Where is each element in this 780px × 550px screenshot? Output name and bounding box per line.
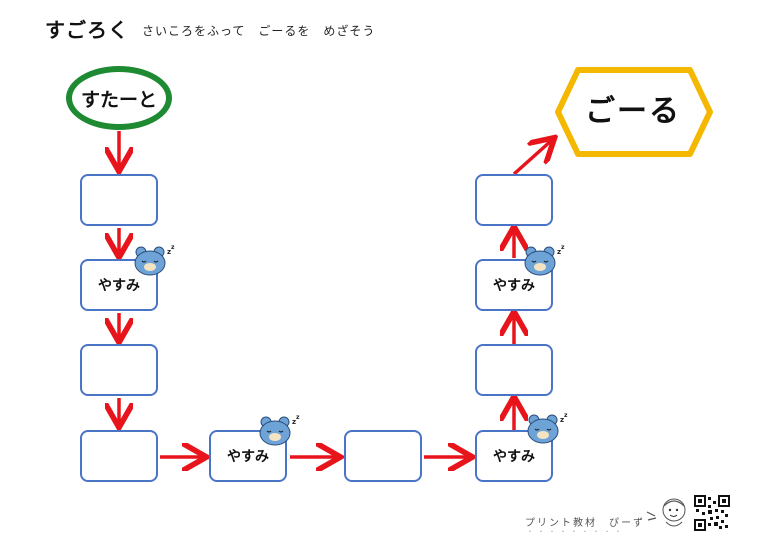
footer-credit-dots: ・・・・・・・・・ xyxy=(527,529,627,536)
footer-credit: プリント教材 ぴーず xyxy=(525,518,645,529)
arrow-cell10-to-goal xyxy=(512,140,552,176)
rest-label: やすみ xyxy=(493,449,535,465)
sleeping-bear-icon: z z xyxy=(134,244,175,276)
start-space: すたーと xyxy=(66,66,172,130)
goal-hexagon xyxy=(555,67,713,157)
rest-label: やすみ xyxy=(98,278,140,294)
svg-text:z: z xyxy=(557,248,561,256)
rest-label: やすみ xyxy=(493,278,535,294)
board-space-8 xyxy=(475,344,553,396)
page-subtitle: さいころをふって ごーるを めざそう xyxy=(142,24,376,38)
sleeping-bear-icon: z z xyxy=(527,412,568,444)
sleeping-bear-icon: z z xyxy=(524,244,565,276)
mascot-logo-icon xyxy=(646,498,686,527)
svg-text:z: z xyxy=(167,248,171,256)
qr-code-icon xyxy=(694,495,730,531)
svg-text:z: z xyxy=(292,418,296,426)
board-space-4 xyxy=(80,430,158,482)
svg-text:z: z xyxy=(561,244,565,251)
svg-text:z: z xyxy=(560,416,564,424)
board-space-3 xyxy=(80,344,158,396)
svg-text:z: z xyxy=(171,244,175,251)
sleeping-bear-icon: z z xyxy=(259,414,300,446)
board-space-9-rest: やすみ xyxy=(475,259,553,311)
rest-label: やすみ xyxy=(227,449,269,465)
goal-label: ごーる xyxy=(585,94,681,129)
page-title: すごろく xyxy=(45,18,129,42)
svg-text:z: z xyxy=(296,414,300,421)
svg-text:z: z xyxy=(564,412,568,419)
board-space-10 xyxy=(475,174,553,226)
board-space-1 xyxy=(80,174,158,226)
board-space-6 xyxy=(344,430,422,482)
